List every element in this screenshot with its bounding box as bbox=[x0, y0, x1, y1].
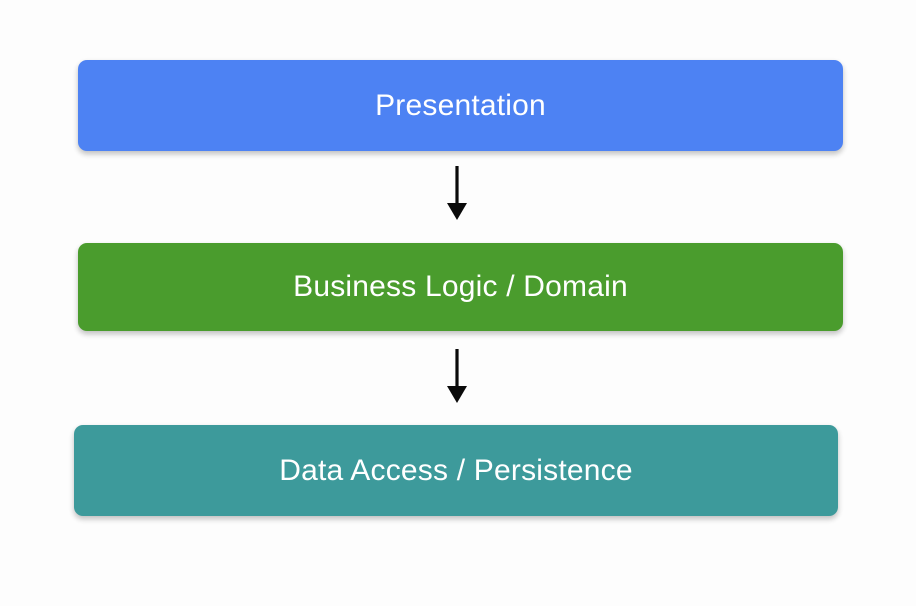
flow-arrow-business-to-data bbox=[437, 345, 477, 407]
layer-box-business-logic[interactable]: Business Logic / Domain bbox=[78, 243, 843, 331]
layer-label-data-access: Data Access / Persistence bbox=[279, 453, 633, 487]
flow-arrow-presentation-to-business bbox=[437, 162, 477, 224]
layer-label-presentation: Presentation bbox=[375, 88, 546, 122]
layer-label-business-logic: Business Logic / Domain bbox=[293, 270, 628, 303]
layer-box-presentation[interactable]: Presentation bbox=[78, 60, 843, 151]
arrow-down-icon bbox=[447, 349, 467, 403]
arrow-down-icon bbox=[447, 166, 467, 220]
layer-box-data-access[interactable]: Data Access / Persistence bbox=[74, 425, 838, 516]
